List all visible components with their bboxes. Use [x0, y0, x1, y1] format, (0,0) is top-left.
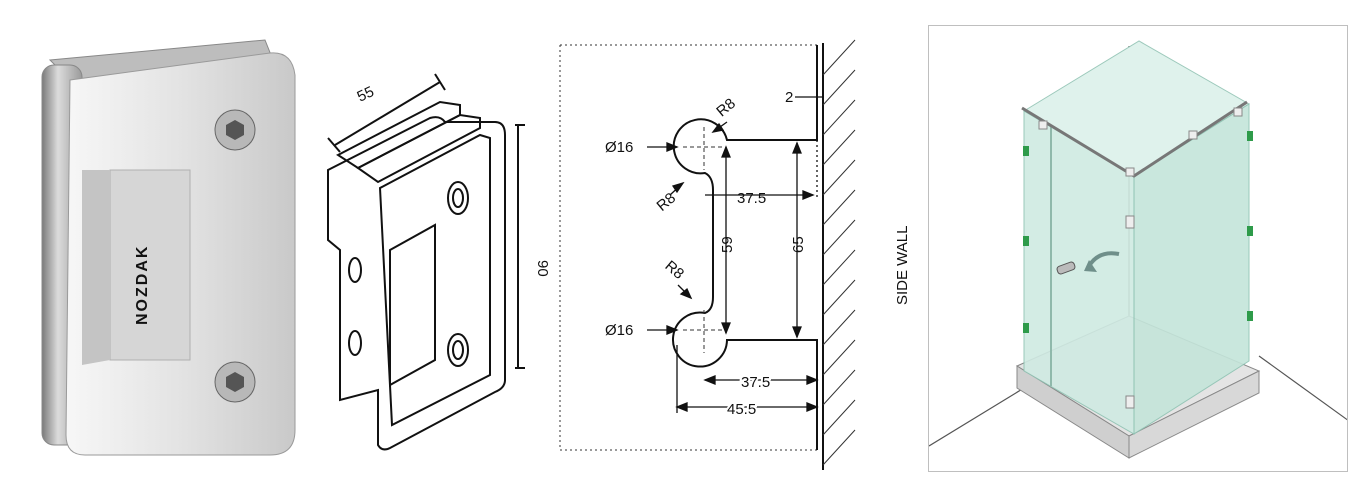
- width-label: 55: [355, 83, 377, 105]
- brand-engraving: NOZDAK: [134, 245, 151, 325]
- profile-outline: [672, 45, 818, 450]
- isometric-graphic: 55 90: [327, 73, 551, 451]
- screw-bottom-socket: [226, 372, 244, 392]
- outer-height-label: 65: [790, 236, 807, 253]
- diameter-bottom-label: Ø16: [605, 322, 633, 339]
- hinge-photo: NOZDAK: [30, 25, 320, 475]
- radius-upper-label: R8: [653, 189, 679, 214]
- dotted-boundary: [559, 44, 817, 451]
- shower-graphic: [929, 40, 1347, 459]
- hinge-markers: [1023, 131, 1253, 333]
- profile-drawing: R8 2 Ø16 R8 37.5 59 65 R8 Ø16 37.5 45.5 …: [555, 35, 925, 475]
- bottom-offset-label: 37.5: [741, 374, 770, 391]
- center-marks: [683, 127, 725, 353]
- radius-lower-label: R8: [662, 257, 688, 282]
- screw-top-socket: [226, 120, 244, 140]
- hinge-photo-graphic: NOZDAK: [41, 39, 296, 456]
- isometric-drawing: 55 90: [320, 60, 560, 460]
- side-wall-label: SIDE WALL: [894, 226, 911, 305]
- hinge-knuckle: [82, 170, 110, 365]
- top-offset-label: 37.5: [737, 190, 766, 207]
- diameter-top-label: Ø16: [605, 139, 633, 156]
- clamps: [1038, 107, 1243, 409]
- thickness-label: 2: [785, 89, 793, 106]
- total-offset-label: 45.5: [727, 401, 756, 418]
- door-knob: [1056, 261, 1076, 275]
- wall-hatching: [822, 39, 856, 466]
- height-label: 90: [534, 260, 551, 277]
- hinge-recess: [109, 169, 191, 361]
- shower-enclosure-illustration: [928, 25, 1348, 472]
- radius-top-label: R8: [713, 95, 739, 120]
- inner-height-label: 59: [719, 236, 736, 253]
- glass-front-right: [1133, 103, 1250, 435]
- profile-graphic: R8 2 Ø16 R8 37.5 59 65 R8 Ø16 37.5 45.5 …: [559, 39, 911, 470]
